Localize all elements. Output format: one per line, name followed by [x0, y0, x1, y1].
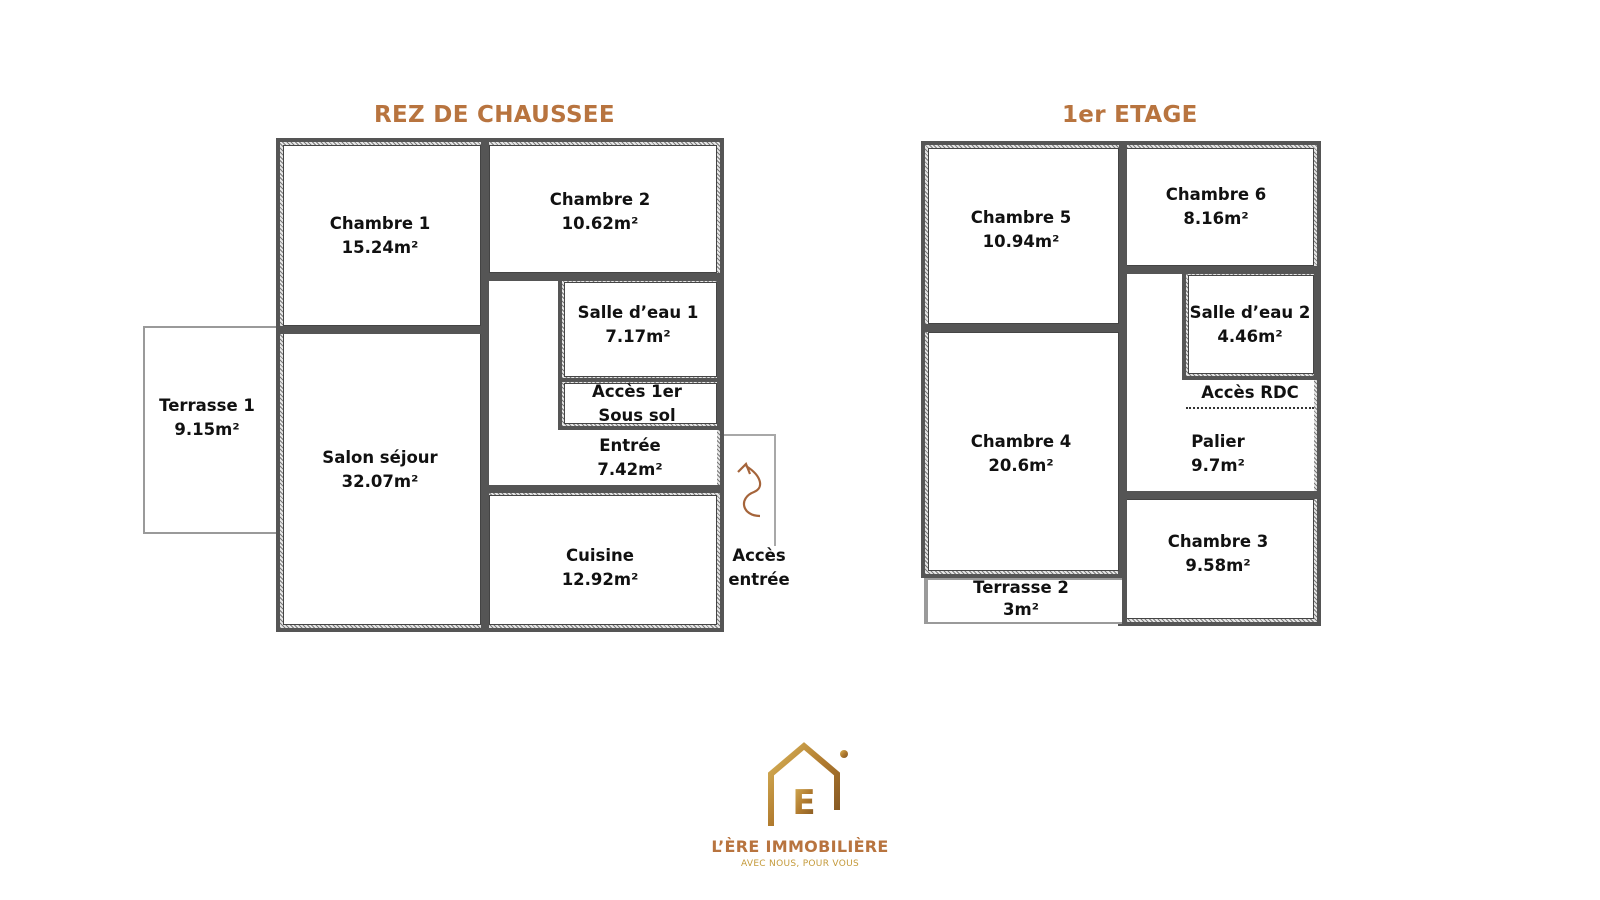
room-chambre-1	[283, 145, 481, 326]
room-chambre-3	[1126, 499, 1314, 619]
entry-arrow-icon	[737, 462, 762, 518]
wall-first-divider	[1119, 144, 1127, 626]
salle-deau-2-label: Salle d’eau 2 4.46m²	[1189, 303, 1311, 346]
room-salle-deau-2	[1188, 275, 1314, 374]
room-chambre-5	[928, 148, 1119, 324]
chambre-1-label: Chambre 1 15.24m²	[329, 214, 431, 257]
entree-label: Entrée 7.42m²	[597, 436, 663, 479]
terrasse-1-label: Terrasse 1 9.15m²	[159, 396, 255, 439]
chambre-3-label: Chambre 3 9.58m²	[1167, 532, 1269, 575]
cuisine-label: Cuisine 12.92m²	[561, 546, 639, 589]
entry-door-top	[724, 434, 776, 436]
first-floor-title: 1er ETAGE	[1062, 102, 1198, 128]
room-acces-1er-sous-sol	[564, 383, 717, 424]
wall-chambre1-salon	[279, 326, 485, 334]
room-salle-deau-1	[564, 282, 717, 377]
wall-entree-bottom	[485, 485, 723, 493]
chambre-2-label: Chambre 2 10.62m²	[549, 190, 651, 233]
wall-chambre-divider	[481, 141, 489, 629]
salle-deau-1-label: Salle d’eau 1 7.17m²	[577, 303, 699, 346]
room-chambre-6	[1126, 148, 1314, 266]
room-chambre-4	[928, 332, 1119, 571]
chambre-4-label: Chambre 4 20.6m²	[970, 432, 1072, 475]
palier-label: Palier 9.7m²	[1191, 432, 1245, 475]
terrasse-2-label: Terrasse 2 3m²	[973, 578, 1069, 619]
room-terrasse-2	[924, 578, 1122, 624]
chambre-5-label: Chambre 5 10.94m²	[970, 208, 1072, 251]
brand-tagline: AVEC NOUS, POUR VOUS	[740, 859, 859, 869]
wall-chambre5-chambre4	[924, 324, 1122, 332]
acces-rdc-label: Accès RDC	[1201, 383, 1299, 402]
room-salon-sejour	[283, 333, 481, 625]
logo-letter: E	[792, 783, 815, 823]
house-logo-icon: E	[768, 742, 848, 829]
wall-palier-bottom	[1122, 491, 1318, 499]
wall-chambre2-bottom	[485, 273, 563, 281]
ground-floor-title: REZ DE CHAUSSEE	[374, 102, 615, 128]
room-terrasse-1	[143, 326, 278, 534]
acces-entree-label: Accès entrée	[728, 546, 790, 589]
wall-chambre2-bottom-right	[558, 273, 721, 281]
acces-rdc-line	[1186, 407, 1314, 409]
acces-1er-sous-sol-label: Accès 1er Sous sol	[592, 382, 682, 425]
brand-name: L’ÈRE IMMOBILIÈRE	[711, 837, 889, 856]
entry-door-side	[774, 434, 776, 546]
room-cuisine	[489, 495, 717, 625]
salon-sejour-label: Salon séjour 32.07m²	[322, 448, 438, 491]
wall-chambre6-bottom	[1122, 266, 1318, 274]
chambre-6-label: Chambre 6 8.16m²	[1165, 185, 1267, 228]
room-chambre-2	[489, 145, 717, 273]
